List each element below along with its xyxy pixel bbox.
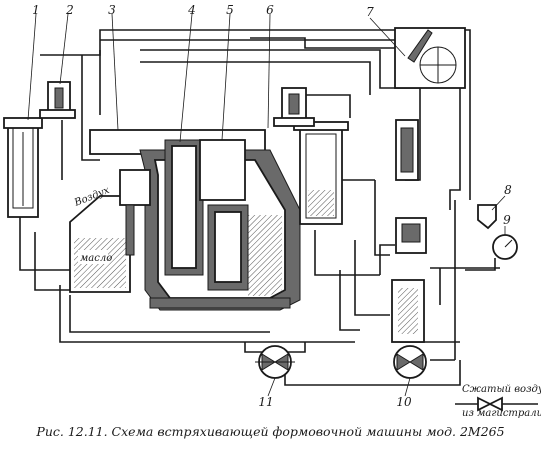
shaking-mechanism [89, 129, 301, 311]
supply-valve [455, 396, 538, 412]
pipeline-network [19, 29, 500, 386]
valve-11 [255, 345, 295, 379]
valve-2 [39, 81, 76, 119]
label-11: 11 [258, 395, 273, 409]
label-supply-2: из магистрали [462, 408, 541, 419]
right-cylinder [293, 121, 349, 225]
machine-scheme: 1 2 3 4 5 6 7 8 9 10 11 Воздух масло Сжа… [3, 3, 541, 419]
label-3: 3 [108, 3, 116, 17]
label-5: 5 [226, 3, 234, 17]
label-1: 1 [32, 3, 40, 17]
lubricator [395, 217, 427, 254]
distributor-7 [394, 27, 466, 89]
label-9: 9 [503, 213, 511, 227]
valve-8 [477, 204, 497, 230]
label-supply-1: Сжатый воздух [462, 384, 541, 395]
leader-lines [27, 13, 506, 397]
label-7: 7 [366, 5, 374, 19]
oil-tank [69, 195, 131, 293]
label-8: 8 [504, 183, 512, 197]
filter-upper [395, 119, 419, 181]
figure-caption: Рис. 12.11. Схема встряхивающей формовоч… [36, 424, 505, 439]
valve-10 [393, 345, 427, 379]
filter-10 [391, 279, 425, 343]
label-10: 10 [396, 395, 412, 409]
label-oil: масло [80, 253, 112, 264]
left-cylinder [3, 117, 43, 218]
label-2: 2 [65, 3, 74, 17]
label-6: 6 [266, 3, 274, 17]
pressure-gauge-9 [492, 234, 518, 260]
valve-6 [273, 87, 315, 127]
label-4: 4 [187, 3, 196, 17]
